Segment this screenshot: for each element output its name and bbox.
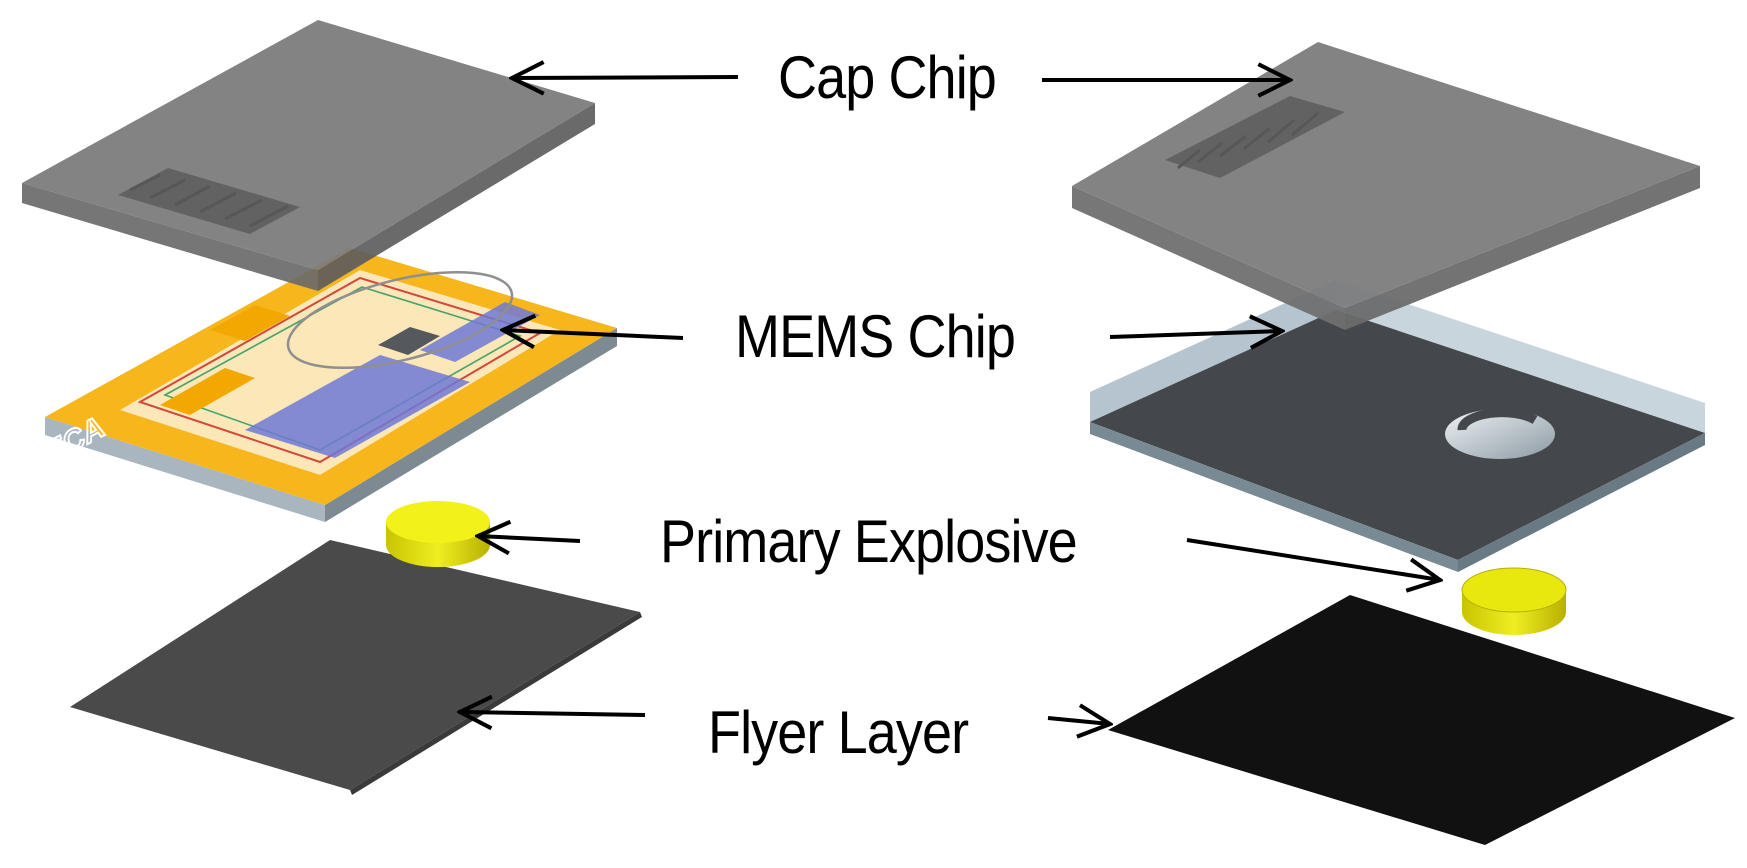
primary-explosive-left [386, 501, 490, 567]
label-primary-explosive: Primary Explosive [660, 508, 1078, 575]
arrow-flyer-left [460, 712, 646, 715]
cap-engraving-right [1165, 96, 1345, 178]
mems-chip-right [1090, 280, 1705, 572]
arrow-mems-right [1109, 331, 1282, 337]
arrow-cap-left [512, 77, 739, 78]
label-flyer-layer: Flyer Layer [708, 699, 969, 766]
label-mems-chip: MEMS Chip [735, 303, 1016, 370]
flyer-layer-left [70, 540, 642, 795]
cap-chip-left [22, 20, 595, 291]
label-cap-chip: Cap Chip [778, 44, 997, 111]
arrows [460, 77, 1440, 724]
arrow-flyer-right [1047, 718, 1110, 724]
cavity-hole [1445, 408, 1555, 459]
arrow-mems-left [503, 330, 684, 338]
primary-explosive-right [1461, 567, 1567, 635]
arrow-primary-right [1186, 538, 1440, 580]
cap-chip-right [1072, 42, 1700, 330]
cap-engraving-left [118, 168, 300, 234]
flyer-layer-right [1108, 595, 1735, 845]
arrow-primary-left [478, 536, 581, 541]
mems-chip-left: FCA [42, 248, 617, 522]
